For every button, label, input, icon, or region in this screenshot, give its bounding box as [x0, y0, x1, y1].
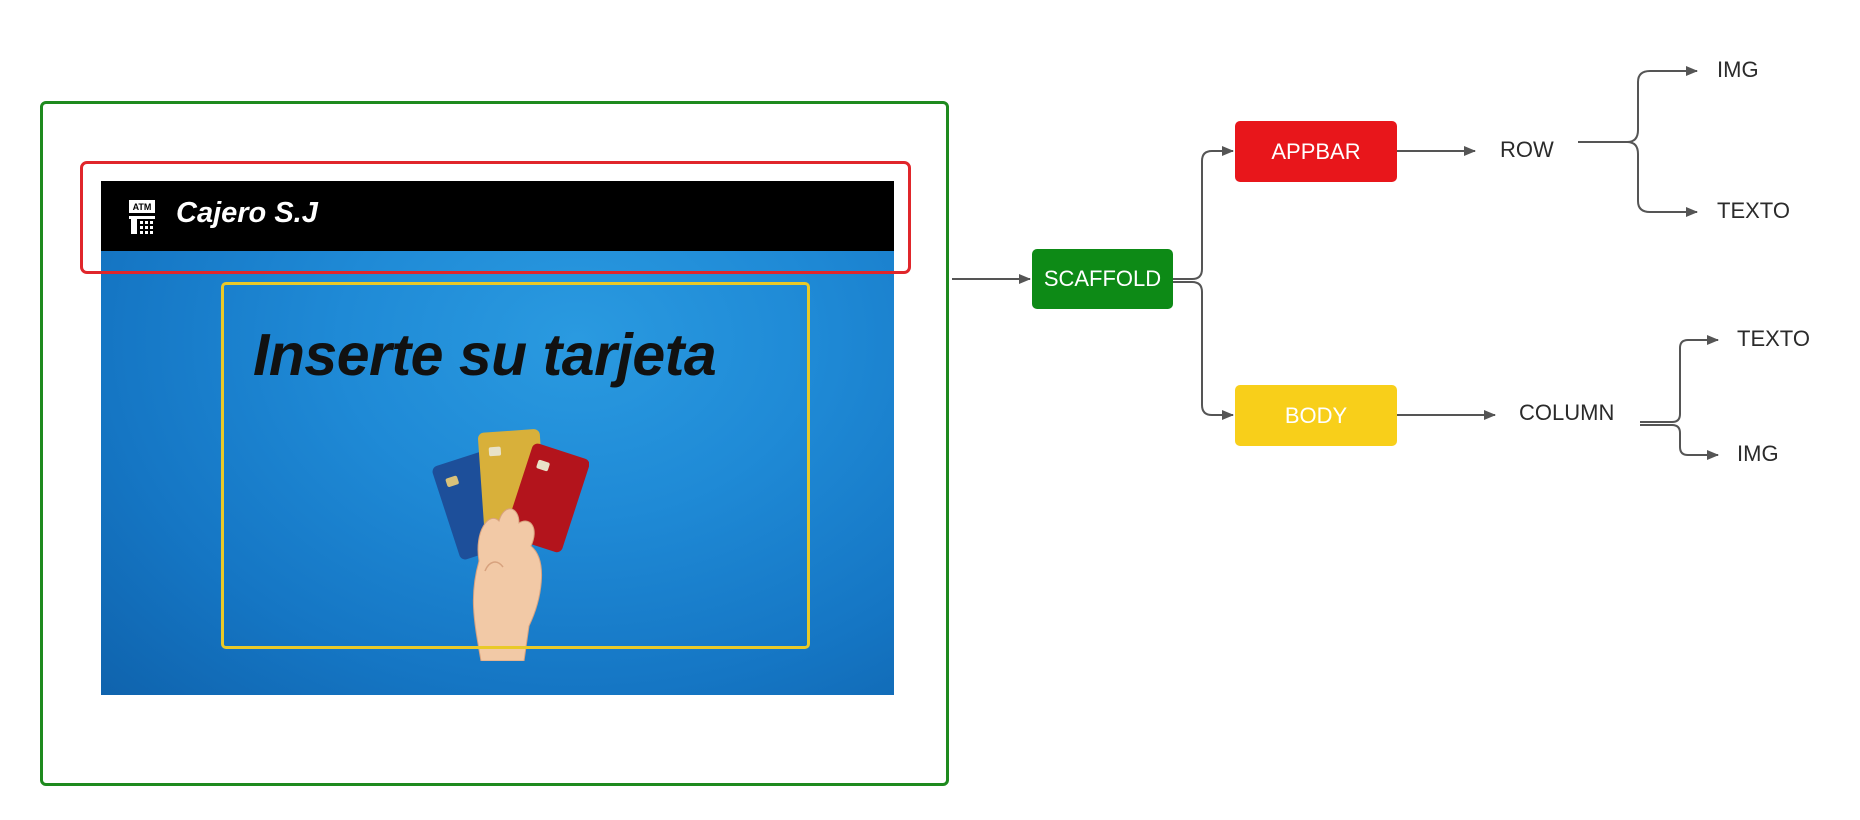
body-node: BODY: [1235, 385, 1397, 446]
row-texto-label: TEXTO: [1717, 198, 1790, 223]
connector-scaffold-appbar: [1173, 146, 1234, 280]
appbar-frame: [80, 161, 911, 274]
app-bar: ATM Cajero S.J: [101, 181, 894, 251]
atm-icon-label: ATM: [133, 202, 152, 212]
appbar-node: APPBAR: [1235, 121, 1397, 182]
row-label: ROW: [1500, 137, 1554, 162]
app-title: Cajero S.J: [176, 197, 318, 229]
connector-scaffold-body: [1173, 281, 1234, 420]
scaffold-frame: [40, 101, 949, 786]
connector-row-img: [1578, 66, 1698, 143]
column-img-label: IMG: [1737, 441, 1779, 466]
hand-with-cards-image: [432, 429, 589, 661]
connector-column-texto: [1640, 335, 1719, 423]
column-texto-label: TEXTO: [1737, 326, 1810, 351]
app-screenshot: ATM Cajero S.J Inserte su tarjeta: [101, 181, 894, 695]
atm-icon: ATM: [129, 200, 155, 234]
scaffold-node: SCAFFOLD: [1032, 249, 1173, 309]
body-frame: [221, 282, 810, 649]
connector-row-texto: [1578, 141, 1698, 217]
insert-card-headline: Inserte su tarjeta: [253, 322, 717, 388]
row-img-label: IMG: [1717, 57, 1759, 82]
connector-column-img: [1640, 424, 1719, 460]
column-label: COLUMN: [1519, 400, 1615, 425]
